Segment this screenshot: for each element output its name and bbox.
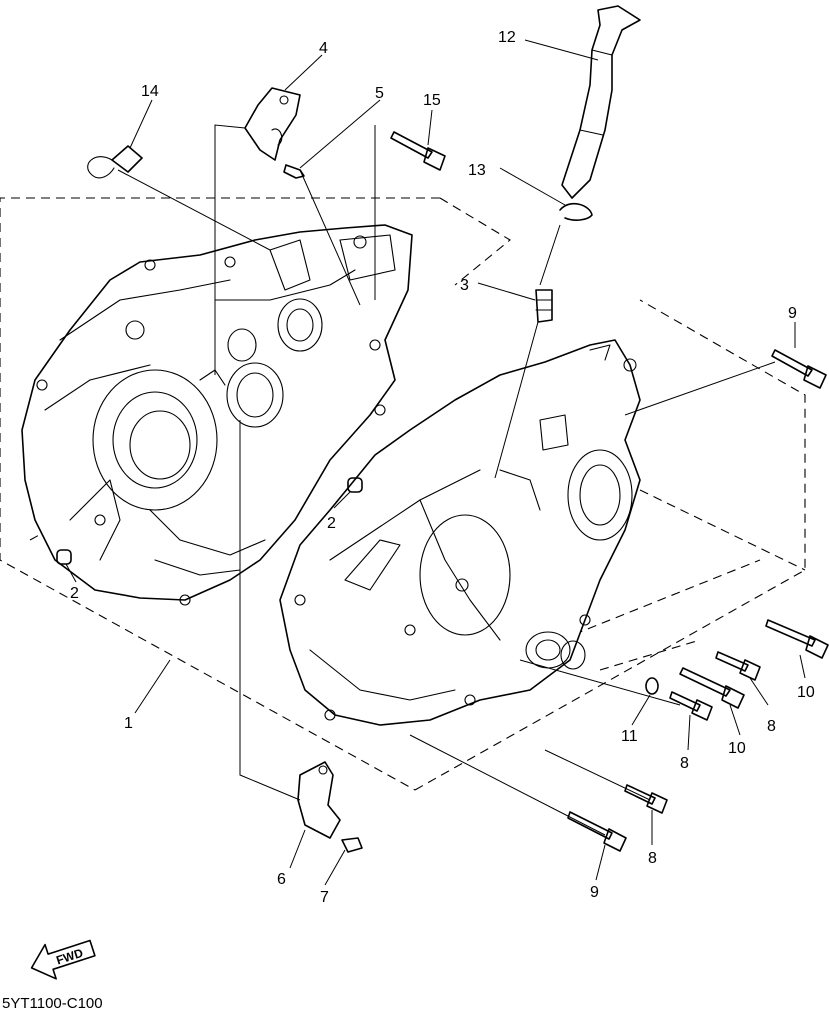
left-crankcase [21,224,413,606]
cover-plate-top [244,87,301,161]
callout-labels: 1 2 2 3 4 5 6 7 8 8 8 9 9 10 10 11 12 13… [70,29,815,906]
callout-7: 7 [320,889,329,906]
bolt-8-lower [669,691,713,721]
screw-bottom [341,837,363,853]
breather-hose [561,5,641,199]
callout-8-a: 8 [767,718,776,735]
callout-14: 14 [141,83,159,100]
callout-4: 4 [319,40,328,57]
hose-clip [559,202,593,221]
callout-15: 15 [423,92,441,109]
callout-3: 3 [460,277,469,294]
hose-fitting [535,289,553,323]
bolt-10-lower [679,667,745,709]
sensor-clip [87,145,143,179]
callout-6: 6 [277,871,286,888]
callout-2-left: 2 [70,585,79,602]
bolt-9-bottom [567,811,627,852]
washer-11 [645,677,659,695]
cover-plate-bottom [297,761,341,839]
callout-13: 13 [468,162,486,179]
callout-1: 1 [124,715,133,732]
callout-10-a: 10 [797,684,815,701]
callout-11: 11 [621,728,638,745]
bolt-9-upper [771,349,827,389]
callout-9-bottom: 9 [590,884,599,901]
bolt-8-bottom [624,784,668,814]
assembly-outline-right [414,299,806,791]
callout-10-b: 10 [728,740,746,757]
screw-top [283,164,305,179]
bolt-8-upper [715,651,761,681]
dowel-pin-right [347,477,363,493]
dowel-pin-left [56,549,72,565]
forward-arrow: FWD [30,939,96,980]
leader-lines [65,39,806,886]
callout-12: 12 [498,29,516,46]
diagram-code: 5YT1100-C100 [2,995,103,1011]
callout-5: 5 [375,85,384,102]
callout-8-b: 8 [680,755,689,772]
right-crankcase [279,339,641,726]
bolt-10-upper [765,619,829,659]
callout-9-top: 9 [788,305,797,322]
callout-8-c: 8 [648,850,657,867]
callout-2-right: 2 [327,515,336,532]
bolt-15 [390,131,446,171]
